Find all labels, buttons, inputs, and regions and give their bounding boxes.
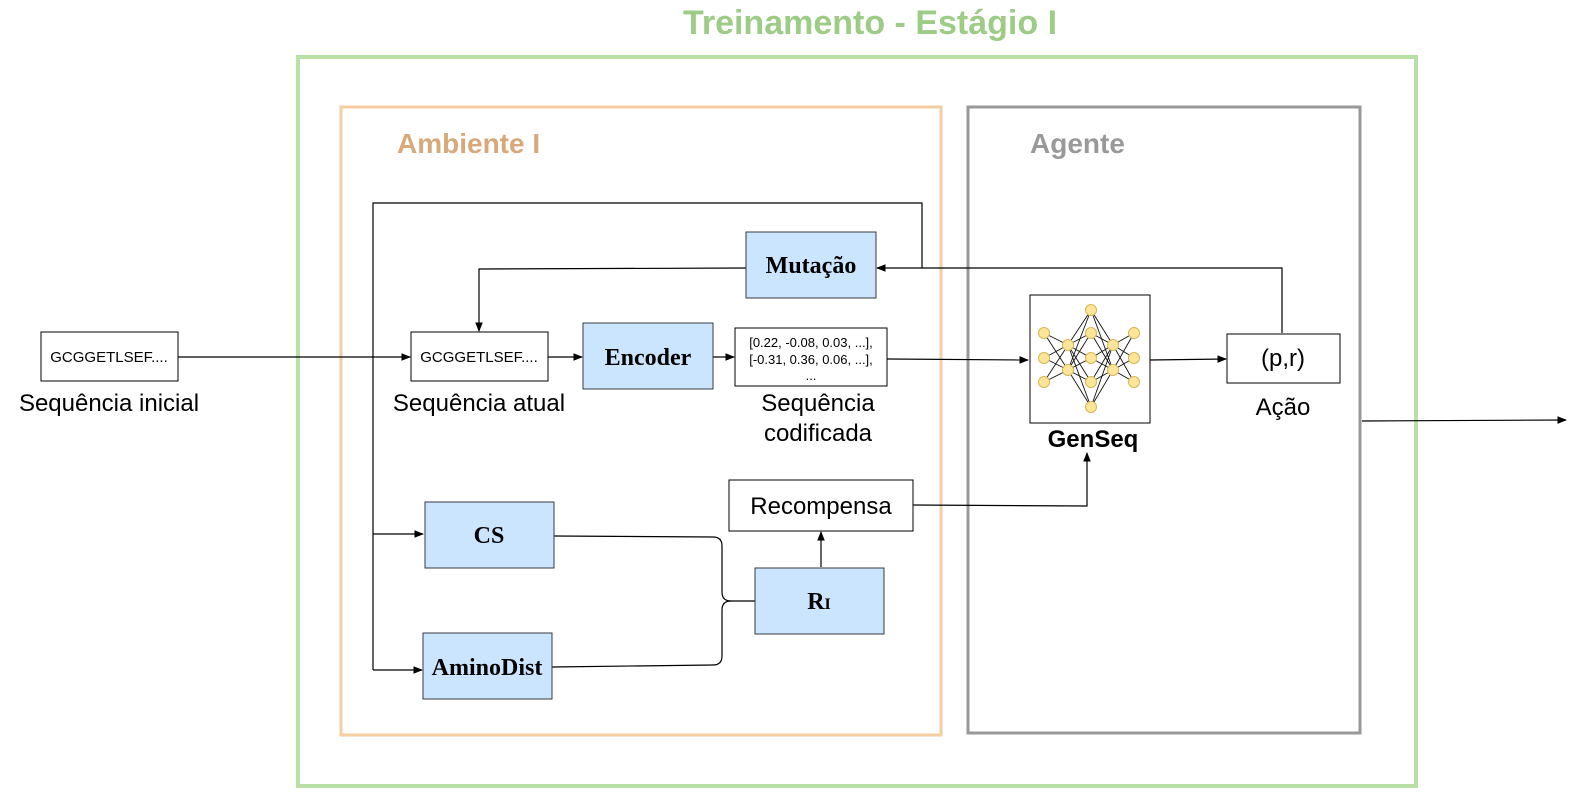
nn-node — [1038, 327, 1050, 339]
encoded-label-2: codificada — [764, 420, 873, 447]
nn-edge — [1067, 309, 1092, 346]
encoder-block — [582, 322, 714, 390]
training-title: Treinamento - Estágio I — [683, 4, 1057, 42]
current-sequence-text: GCGGETLSEF.... — [420, 349, 538, 366]
nn-edge — [1090, 344, 1114, 383]
nn-edge — [1090, 309, 1114, 346]
nn-edge — [1067, 309, 1092, 371]
environment-frame — [339, 105, 943, 737]
arrow-output — [1361, 416, 1567, 424]
nn-edge — [1090, 309, 1114, 371]
aminodist-label: AminoDist — [432, 655, 543, 681]
nn-node — [1085, 304, 1097, 316]
nn-node — [1128, 352, 1140, 364]
nn-node — [1107, 364, 1119, 376]
nn-node — [1038, 352, 1050, 364]
reward-label: Recompensa — [750, 493, 892, 520]
neural-network-icon — [1029, 294, 1151, 424]
encoded-label-1: Sequência — [761, 390, 875, 417]
aminodist-block — [422, 632, 553, 700]
nn-edge — [1090, 369, 1114, 408]
nn-node — [1128, 327, 1140, 339]
environment-title: Ambiente I — [397, 128, 540, 159]
line-aminodist-to-r — [551, 600, 732, 668]
line-cs-to-r — [553, 535, 755, 602]
reward-box — [728, 479, 914, 532]
arrow-reward-to-genseq — [912, 452, 1091, 507]
action-label: Ação — [1256, 394, 1311, 421]
nn-edge — [1067, 369, 1092, 408]
genseq-label: GenSeq — [1048, 426, 1139, 453]
encoded-line-1: [0.22, -0.08, 0.03, ...], — [749, 335, 873, 350]
reward-function-label: RI — [807, 589, 831, 615]
reward-function-main: R — [807, 589, 825, 615]
initial-sequence-box — [40, 331, 179, 382]
arrow-encoded-to-genseq — [886, 356, 1029, 364]
agent-frame — [966, 105, 1362, 735]
action-value: (p,r) — [1261, 345, 1305, 372]
training-frame — [296, 55, 1418, 788]
mutation-block — [745, 231, 877, 299]
agent-title: Agente — [1030, 128, 1125, 159]
reward-function-sub: I — [825, 596, 831, 613]
cs-label: CS — [474, 523, 505, 549]
initial-sequence-label: Sequência inicial — [19, 390, 199, 417]
nn-edge — [1090, 344, 1114, 408]
nn-node — [1128, 376, 1140, 388]
reward-function-block — [754, 567, 885, 635]
encoded-line-3: ... — [806, 368, 817, 383]
nn-node — [1038, 376, 1050, 388]
nn-node — [1062, 339, 1074, 351]
encoded-sequence-box — [734, 327, 888, 387]
arrow-genseq-to-action — [1149, 355, 1227, 363]
nn-node — [1085, 327, 1097, 339]
current-sequence-label: Sequência atual — [393, 390, 565, 417]
cs-block — [424, 501, 555, 569]
mutation-label: Mutação — [766, 253, 857, 279]
nn-node — [1085, 352, 1097, 364]
arrow-mutation-to-current — [475, 267, 747, 332]
nn-edge — [1067, 332, 1092, 371]
nn-node — [1107, 339, 1119, 351]
nn-edge — [1043, 344, 1069, 383]
action-box — [1226, 333, 1341, 384]
nn-edge — [1112, 332, 1135, 371]
loop-line — [372, 202, 923, 670]
nn-node — [1062, 364, 1074, 376]
arrow-action-to-mutation — [876, 264, 1283, 333]
encoded-line-2: [-0.31, 0.36, 0.06, ...], — [749, 352, 873, 367]
initial-sequence-text: GCGGETLSEF.... — [50, 349, 168, 366]
encoder-label: Encoder — [605, 345, 692, 371]
nn-node — [1085, 376, 1097, 388]
neural-network-nodes — [1038, 304, 1140, 413]
current-sequence-box — [410, 331, 549, 382]
nn-node — [1085, 401, 1097, 413]
